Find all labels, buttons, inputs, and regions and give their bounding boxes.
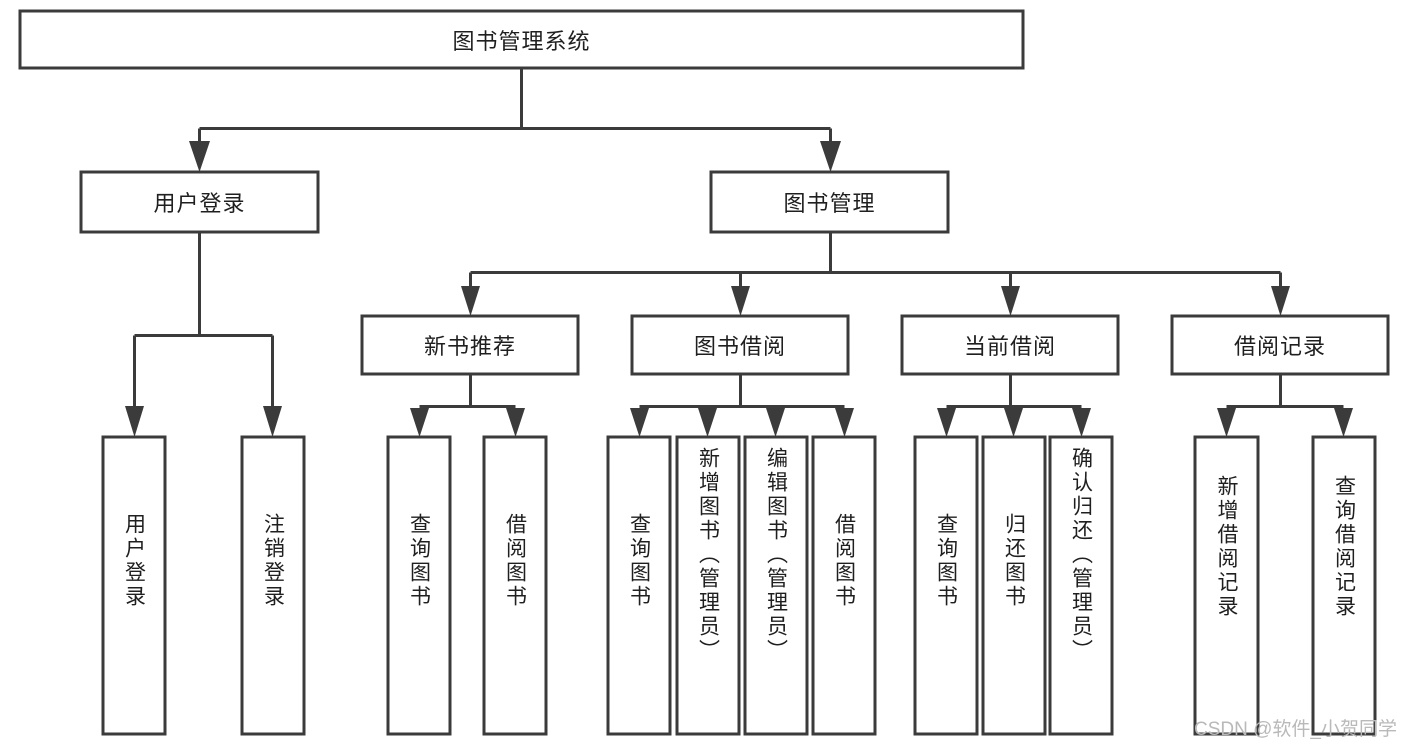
arrowhead-leaf-add-record xyxy=(1217,408,1236,437)
node-box-leaf-return-book[interactable] xyxy=(981,435,1047,736)
connector-newbookrec-to-leaves xyxy=(410,374,525,437)
arrowhead-leaf-query-book-1 xyxy=(410,408,429,437)
node-box-leaf-borrow-book-1[interactable] xyxy=(482,435,548,736)
node-box-user-login[interactable] xyxy=(79,170,320,234)
arrowhead-user-login xyxy=(189,141,210,172)
arrowhead-leaf-add-book xyxy=(698,408,717,437)
connector-borrowrecord-to-leaves xyxy=(1217,374,1353,437)
arrowhead-new-book-rec xyxy=(461,286,480,316)
arrowhead-book-borrow xyxy=(731,286,750,316)
connector-root-to-level2 xyxy=(189,68,841,172)
node-box-leaf-query-book-2[interactable] xyxy=(606,435,672,736)
node-box-leaf-add-record[interactable] xyxy=(1193,435,1260,736)
arrowhead-leaf-user-login xyxy=(125,406,144,437)
node-box-leaf-edit-book[interactable] xyxy=(743,435,809,736)
arrowhead-leaf-query-record xyxy=(1334,408,1353,437)
arrowhead-leaf-borrow-book-2 xyxy=(835,408,854,437)
node-box-leaf-query-book-1[interactable] xyxy=(386,435,452,736)
connector-userlogin-to-leaves xyxy=(125,232,282,437)
arrowhead-leaf-query-book-3 xyxy=(937,408,956,437)
node-box-leaf-query-book-3[interactable] xyxy=(913,435,979,736)
node-box-new-book-rec[interactable] xyxy=(360,314,580,376)
arrowhead-leaf-return-book xyxy=(1004,408,1023,437)
arrowhead-leaf-query-book-2 xyxy=(630,408,649,437)
node-box-leaf-borrow-book-2[interactable] xyxy=(811,435,877,736)
arrowhead-leaf-borrow-book-1 xyxy=(506,408,525,437)
arrowhead-current-borrow xyxy=(1001,286,1020,316)
connector-currentborrow-to-leaves xyxy=(937,374,1091,437)
arrowhead-leaf-logout xyxy=(263,406,282,437)
node-box-leaf-confirm-return[interactable] xyxy=(1048,435,1114,736)
arrowhead-leaf-confirm-return xyxy=(1072,408,1091,437)
node-box-borrow-record[interactable] xyxy=(1170,314,1390,376)
node-box-root[interactable] xyxy=(18,9,1025,70)
node-box-current-borrow[interactable] xyxy=(900,314,1120,376)
node-box-leaf-user-login[interactable] xyxy=(101,435,167,736)
connector-bookborrow-to-leaves xyxy=(630,374,854,437)
node-box-leaf-add-book[interactable] xyxy=(675,435,741,736)
connector-bookmanage-to-level3 xyxy=(461,232,1290,316)
arrowhead-leaf-edit-book xyxy=(766,408,785,437)
arrowhead-borrow-record xyxy=(1271,286,1290,316)
arrowhead-book-manage xyxy=(820,141,841,172)
node-box-book-borrow[interactable] xyxy=(630,314,850,376)
node-box-leaf-query-record[interactable] xyxy=(1311,435,1377,736)
node-box-leaf-logout[interactable] xyxy=(240,435,306,736)
node-box-book-manage[interactable] xyxy=(709,170,950,234)
